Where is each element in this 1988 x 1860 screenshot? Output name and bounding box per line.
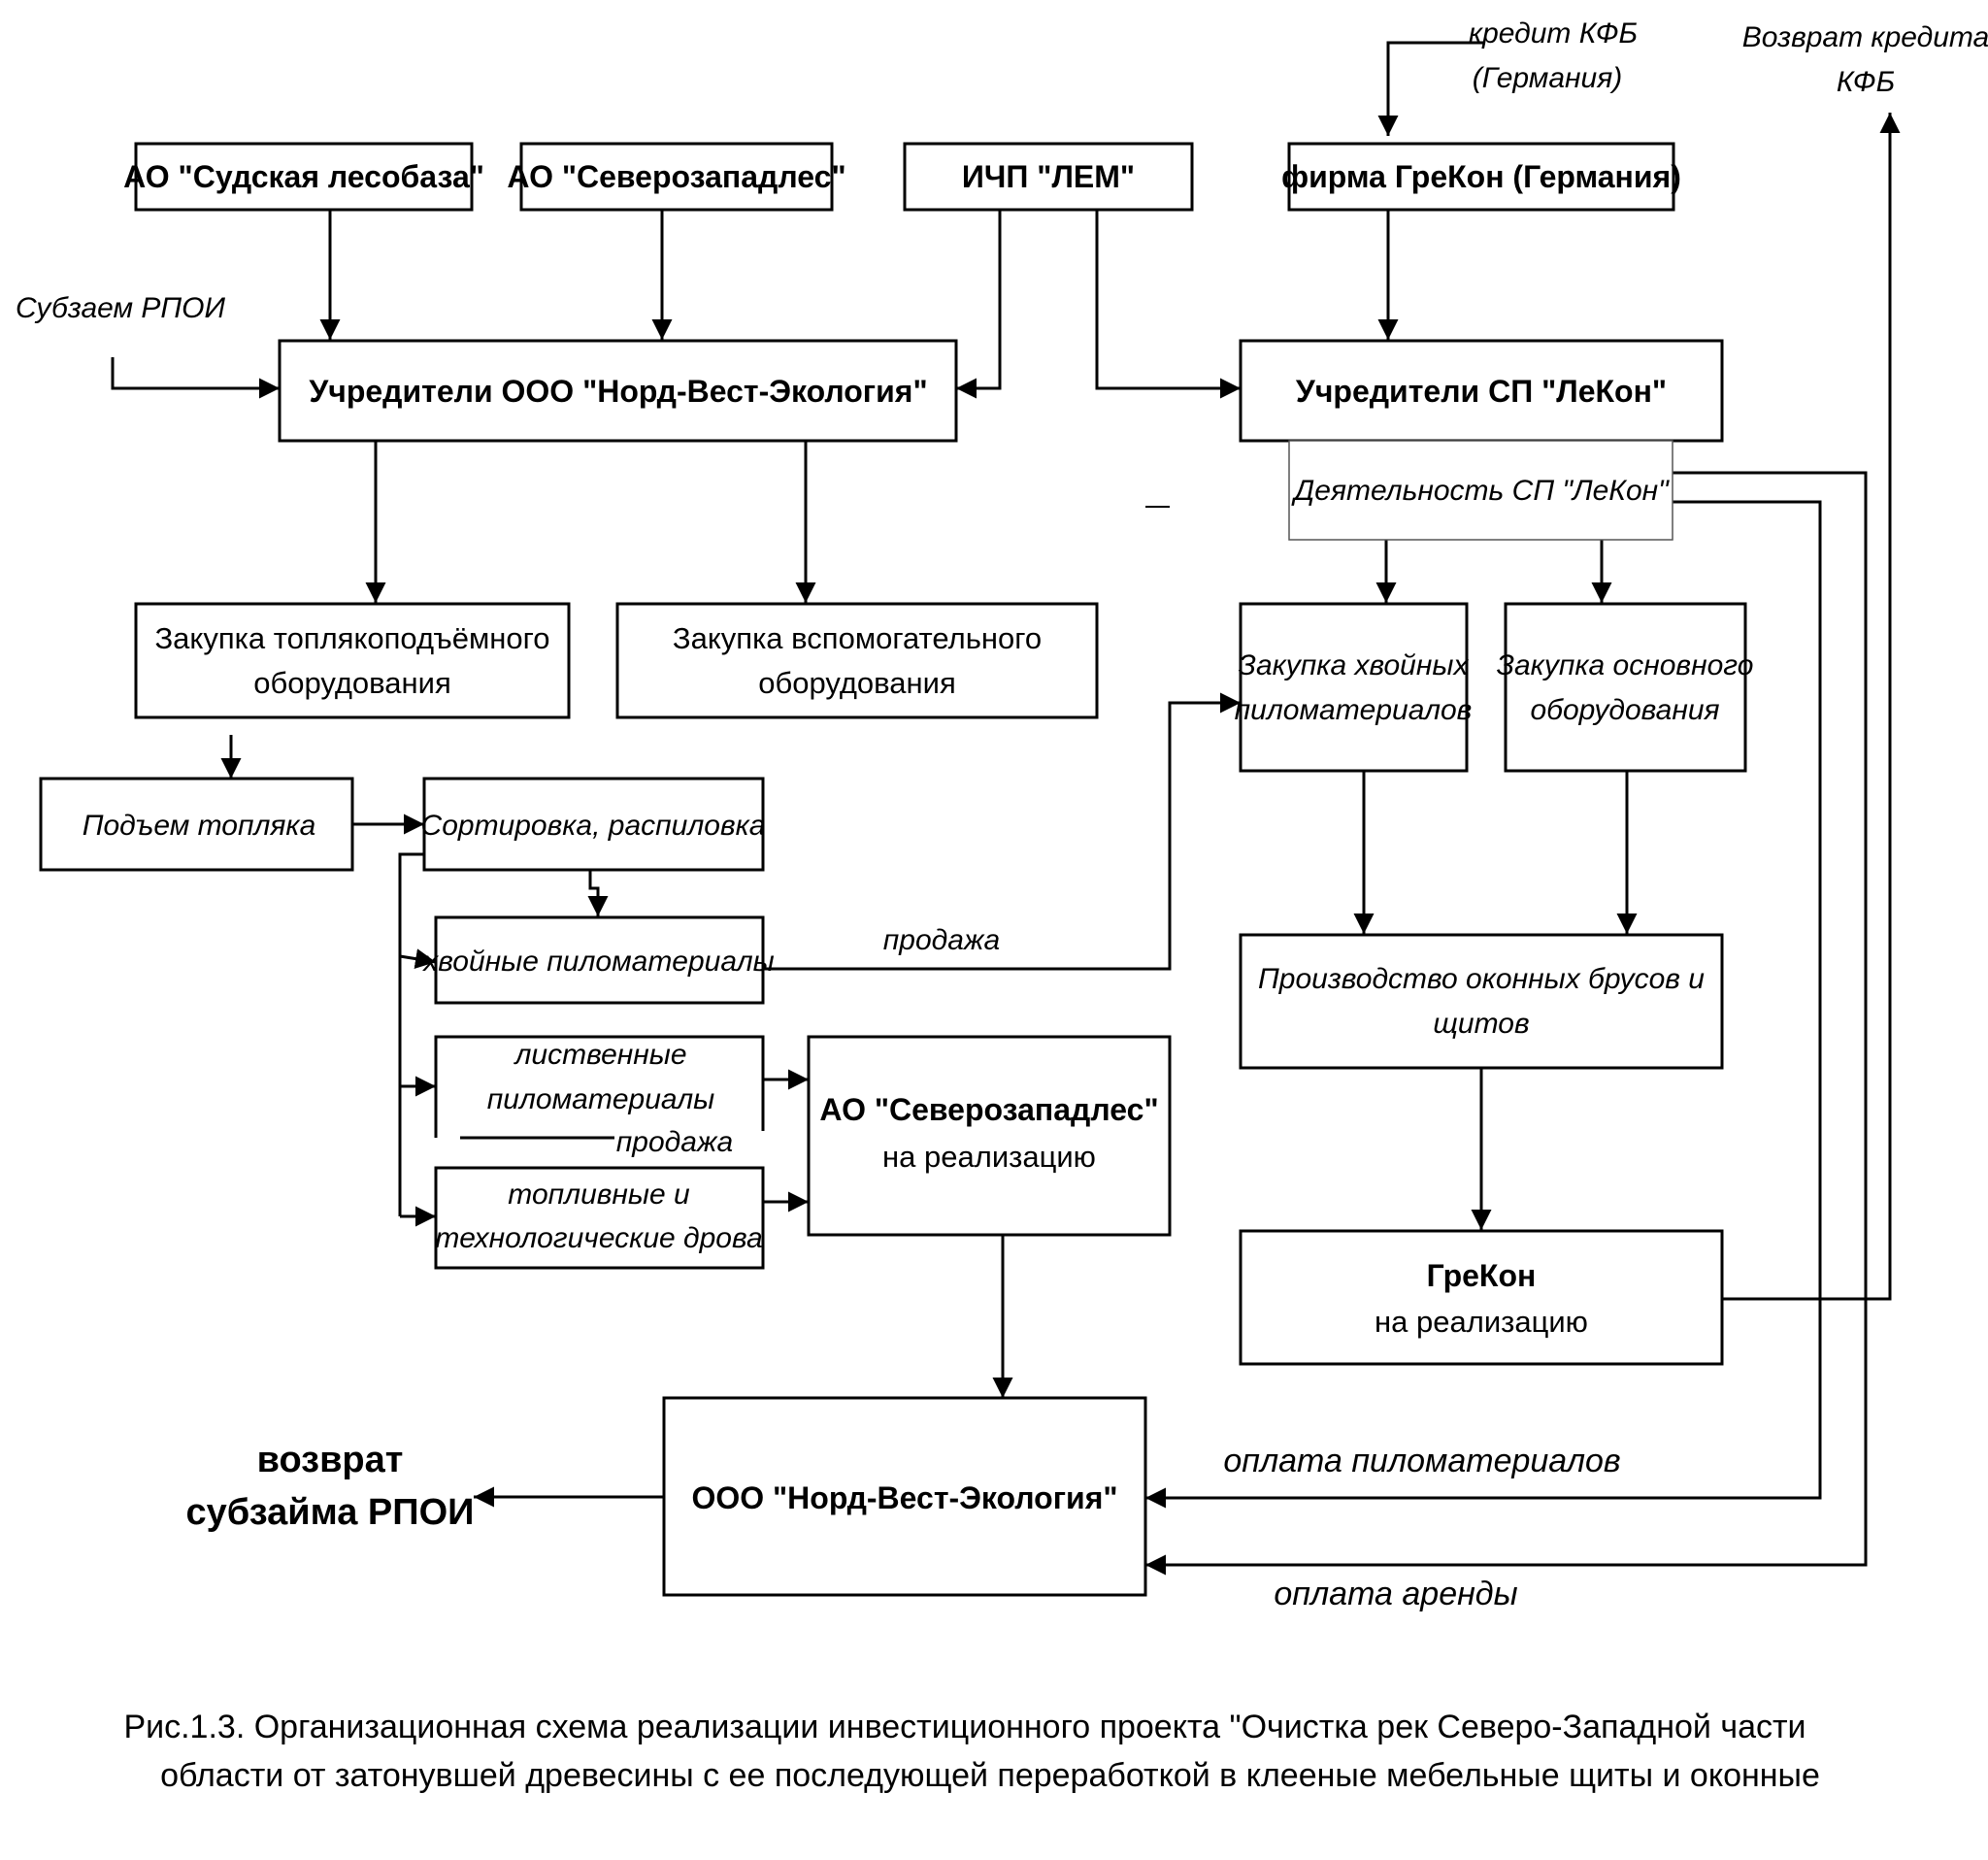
label-sorting: Сортировка, распиловка <box>421 810 766 842</box>
box-severozapadles-sale <box>807 1035 1172 1237</box>
label-founders-lekon: Учредители СП "ЛеКон" <box>1296 374 1667 409</box>
edge-sorting-branch <box>398 852 424 1216</box>
box-activity-lekon <box>1288 440 1673 541</box>
edge-labels: кредит КФБ (Германия) Возврат кредита КФ… <box>16 17 1988 1612</box>
box-sudskaya <box>134 142 474 212</box>
box-grekon-sale <box>1239 1229 1724 1366</box>
label-activity-lekon: Деятельность СП "ЛеКон" <box>1291 475 1670 507</box>
connectors <box>111 41 1901 1576</box>
label-severozapadles-top: АО "Северозападлес" <box>507 159 845 194</box>
edge-lem-founders-nwe <box>956 210 1002 399</box>
edge-lem-founders-lekon <box>1095 210 1241 399</box>
label-kfb-return-2: КФБ <box>1837 66 1895 98</box>
edge-branch-conifer <box>399 948 437 970</box>
box-lift <box>39 777 354 872</box>
box-purchase-aux <box>615 602 1099 719</box>
box-grekon-firm <box>1287 142 1675 212</box>
node-labels: АО "Судская лесобаза" АО "Северозападлес… <box>83 159 1754 1515</box>
label-purchase-conifer-1: Закупка хвойных <box>1239 649 1470 681</box>
label-hardwood-2: пиломатериалы <box>487 1083 714 1115</box>
label-subloan: Субзаем РПОИ <box>16 292 225 324</box>
box-sorting <box>422 777 765 872</box>
box-severozapadles-top <box>519 142 834 212</box>
edge-rent-payment <box>1145 471 1868 1576</box>
label-production-1: Производство оконных брусов и <box>1258 963 1705 995</box>
label-kfb-credit-2: (Германия) <box>1473 62 1622 94</box>
edge-sorting-conifer <box>587 870 609 916</box>
box-fuel-wood <box>434 1166 765 1270</box>
label-purchase-lift-1: Закупка топлякоподъёмного <box>154 621 549 655</box>
label-nwe: ООО "Норд-Вест-Экология" <box>691 1480 1117 1515</box>
label-purchase-aux-1: Закупка вспомогательного <box>673 621 1042 655</box>
box-founders-nwe <box>278 339 958 443</box>
box-hardwood-lumber <box>434 1035 765 1138</box>
figure-caption: Рис.1.3. Организационная схема реализаци… <box>123 1709 1819 1794</box>
label-szl-sale-name: АО "Северозападлес" <box>819 1092 1158 1127</box>
label-purchase-lift-2: оборудования <box>253 666 451 700</box>
label-szl-sale-sub: на реализацию <box>882 1140 1096 1174</box>
box-purchase-lift <box>134 602 571 719</box>
box-nwe <box>662 1396 1147 1597</box>
label-subloan-return-2: субзайма РПОИ <box>186 1492 475 1533</box>
label-production-2: щитов <box>1433 1008 1529 1040</box>
box-purchase-conifer <box>1239 602 1469 773</box>
label-purchase-main-2: оборудования <box>1530 694 1719 726</box>
label-lift: Подъем топляка <box>83 810 316 842</box>
label-grekon-sale-sub: на реализацию <box>1375 1305 1588 1339</box>
label-grekon-firm: фирма ГреКон (Германия) <box>1281 159 1681 194</box>
label-sudskaya: АО "Судская лесобаза" <box>123 159 484 194</box>
label-ichp-lem: ИЧП "ЛЕМ" <box>962 159 1135 194</box>
label-purchase-aux-2: оборудования <box>758 666 956 700</box>
label-hardwood-1: лиственные <box>513 1039 686 1071</box>
label-sale-2: продажа <box>616 1126 733 1158</box>
edge-conifer-sale <box>763 692 1241 971</box>
label-grekon-sale-name: ГреКон <box>1427 1258 1537 1293</box>
edge-grekon-kfb-return <box>1722 113 1901 1301</box>
boxes <box>39 142 1747 1597</box>
label-lumber-payment: оплата пиломатериалов <box>1223 1443 1620 1479</box>
label-kfb-return-1: Возврат кредита <box>1742 21 1988 53</box>
label-sale-1: продажа <box>883 924 1000 956</box>
edge-subloan-founders <box>111 357 280 399</box>
box-purchase-main <box>1504 602 1747 773</box>
label-subloan-return-1: возврат <box>257 1440 404 1480</box>
label-fuel-2: технологические дрова <box>435 1222 762 1254</box>
label-rent-payment: оплата аренды <box>1274 1576 1517 1612</box>
box-window-production <box>1239 933 1724 1070</box>
box-conifer-lumber <box>434 915 765 1005</box>
label-purchase-conifer-2: пиломатериалов <box>1235 694 1473 726</box>
label-kfb-credit-1: кредит КФБ <box>1469 17 1638 50</box>
box-founders-lekon <box>1239 339 1724 443</box>
caption-line-1: Рис.1.3. Организационная схема реализаци… <box>123 1709 1806 1745</box>
caption-line-2: области от затонувшей древесины с ее пос… <box>160 1757 1820 1794</box>
edge-kfb-credit <box>1377 41 1485 136</box>
edge-lumber-payment <box>1145 500 1822 1509</box>
label-fuel-1: топливные и <box>508 1179 690 1211</box>
label-conifer-lumber: хвойные пиломатериалы <box>421 946 774 978</box>
box-ichp-lem <box>903 142 1194 212</box>
label-founders-nwe: Учредители ООО "Норд-Вест-Экология" <box>309 374 927 409</box>
label-purchase-main-1: Закупка основного <box>1497 649 1754 681</box>
